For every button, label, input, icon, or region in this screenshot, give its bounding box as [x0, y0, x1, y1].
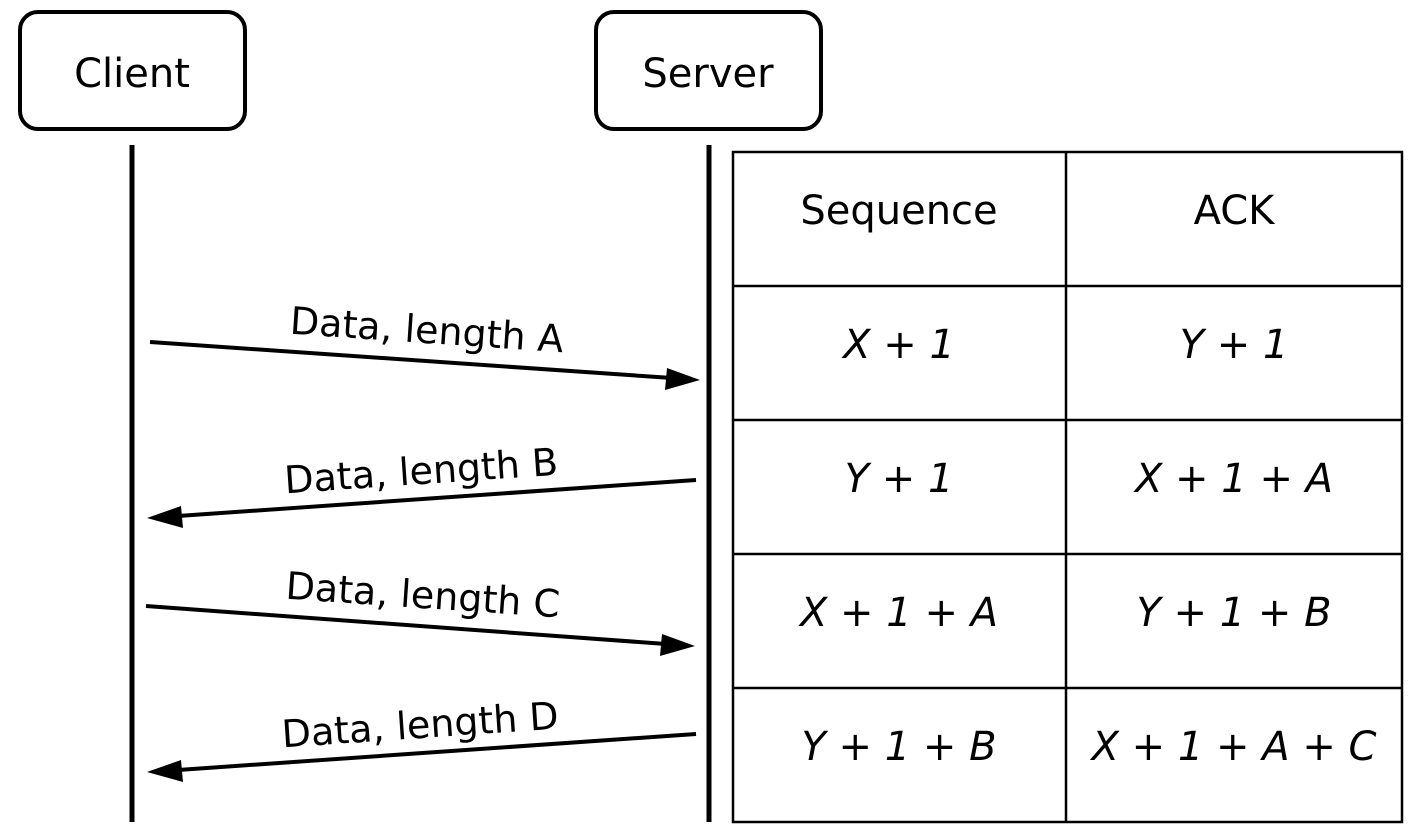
- message-c-label: Data, length C: [284, 564, 561, 627]
- message-a-line: [149, 340, 673, 380]
- arrowhead-right-icon: [665, 368, 700, 390]
- cell-ack-row-4: X + 1 + A + C: [1090, 724, 1377, 770]
- arrowhead-right-icon: [660, 634, 695, 656]
- message-a: Data, length A: [149, 299, 700, 390]
- message-b: Data, length B: [147, 440, 697, 528]
- message-c-line: [145, 604, 667, 646]
- message-c: Data, length C: [145, 564, 695, 656]
- table-border: [731, 150, 1404, 824]
- arrowhead-left-icon: [147, 760, 183, 782]
- cell-ack-row-2: X + 1 + A: [1133, 456, 1333, 502]
- sequence-ack-table: Sequence ACK X + 1 Y + 1 Y + 1 X + 1 + A…: [731, 150, 1404, 824]
- arrowhead-left-icon: [147, 506, 183, 528]
- cell-ack-row-3: Y + 1 + B: [1136, 590, 1331, 636]
- client-box: [18, 10, 247, 131]
- client-actor: Client: [18, 10, 247, 131]
- message-b-line: [177, 478, 697, 518]
- message-a-label: Data, length A: [289, 299, 565, 362]
- header-ack: ACK: [1194, 188, 1277, 234]
- cell-sequence-row-2: Y + 1: [845, 456, 954, 502]
- cell-ack-row-1: Y + 1: [1180, 322, 1289, 368]
- message-d: Data, length D: [147, 694, 697, 782]
- client-label: Client: [74, 51, 190, 97]
- server-label: Server: [642, 51, 774, 97]
- cell-sequence-row-1: X + 1: [841, 322, 955, 368]
- server-actor: Server: [594, 10, 823, 131]
- cell-sequence-row-3: X + 1 + A: [798, 590, 998, 636]
- message-d-line: [177, 732, 697, 772]
- cell-sequence-row-4: Y + 1 + B: [801, 724, 996, 770]
- server-box: [594, 10, 823, 131]
- header-sequence: Sequence: [800, 188, 997, 234]
